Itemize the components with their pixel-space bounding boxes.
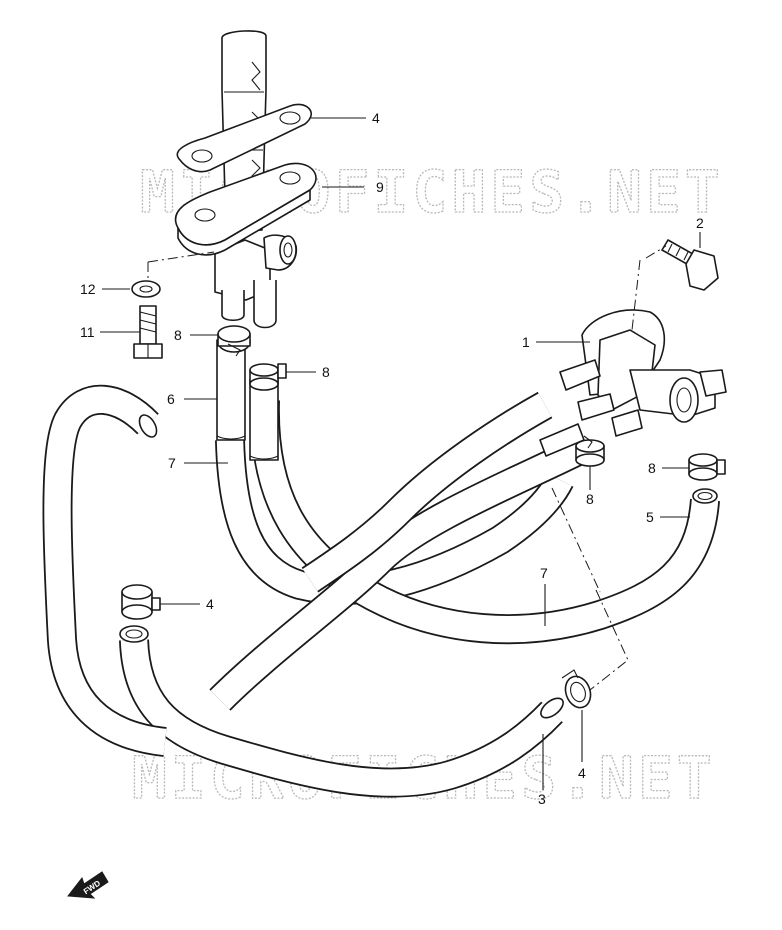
hose-upper-diagonal xyxy=(209,391,587,711)
valve-1 xyxy=(539,259,727,457)
clamp-4-a xyxy=(121,584,161,620)
callout-4-a: 4 xyxy=(206,596,214,612)
callout-1: 1 xyxy=(522,334,530,350)
washer-12 xyxy=(131,251,215,298)
leader-lines xyxy=(100,117,701,790)
callout-8-d: 8 xyxy=(648,460,656,476)
bolt-2 xyxy=(645,239,719,291)
center-line-b xyxy=(589,589,629,691)
fwd-arrow-icon: FWD xyxy=(67,871,109,899)
hose-7-upper xyxy=(249,379,279,461)
callout-10: 4 xyxy=(372,110,380,126)
clamp-8-d xyxy=(688,453,726,481)
center-line-a xyxy=(551,487,601,593)
callout-8-c: 8 xyxy=(586,491,594,507)
callout-11: 11 xyxy=(80,324,95,340)
callout-9: 9 xyxy=(376,179,384,195)
callout-3: 3 xyxy=(538,791,546,807)
callout-7-a: 7 xyxy=(168,455,176,471)
clamp-4-b xyxy=(561,669,592,709)
callout-6: 6 xyxy=(167,391,175,407)
clamp-8-c xyxy=(575,435,605,467)
hose-6-upper xyxy=(216,339,246,441)
callout-2: 2 xyxy=(696,215,704,231)
callout-8-b: 8 xyxy=(322,364,330,380)
callout-4-b: 4 xyxy=(578,765,586,781)
callout-12: 12 xyxy=(80,281,96,297)
callout-7-b: 7 xyxy=(540,565,548,581)
clamp-8-b xyxy=(249,363,287,391)
gasket-10 xyxy=(176,103,312,173)
callout-5: 5 xyxy=(646,509,654,525)
plate-9 xyxy=(174,162,317,256)
bolt-11 xyxy=(133,305,163,359)
hose-7 xyxy=(249,399,720,645)
callout-8-a: 8 xyxy=(174,327,182,343)
hose-3 xyxy=(119,625,564,798)
clamp-8-a xyxy=(217,325,251,357)
